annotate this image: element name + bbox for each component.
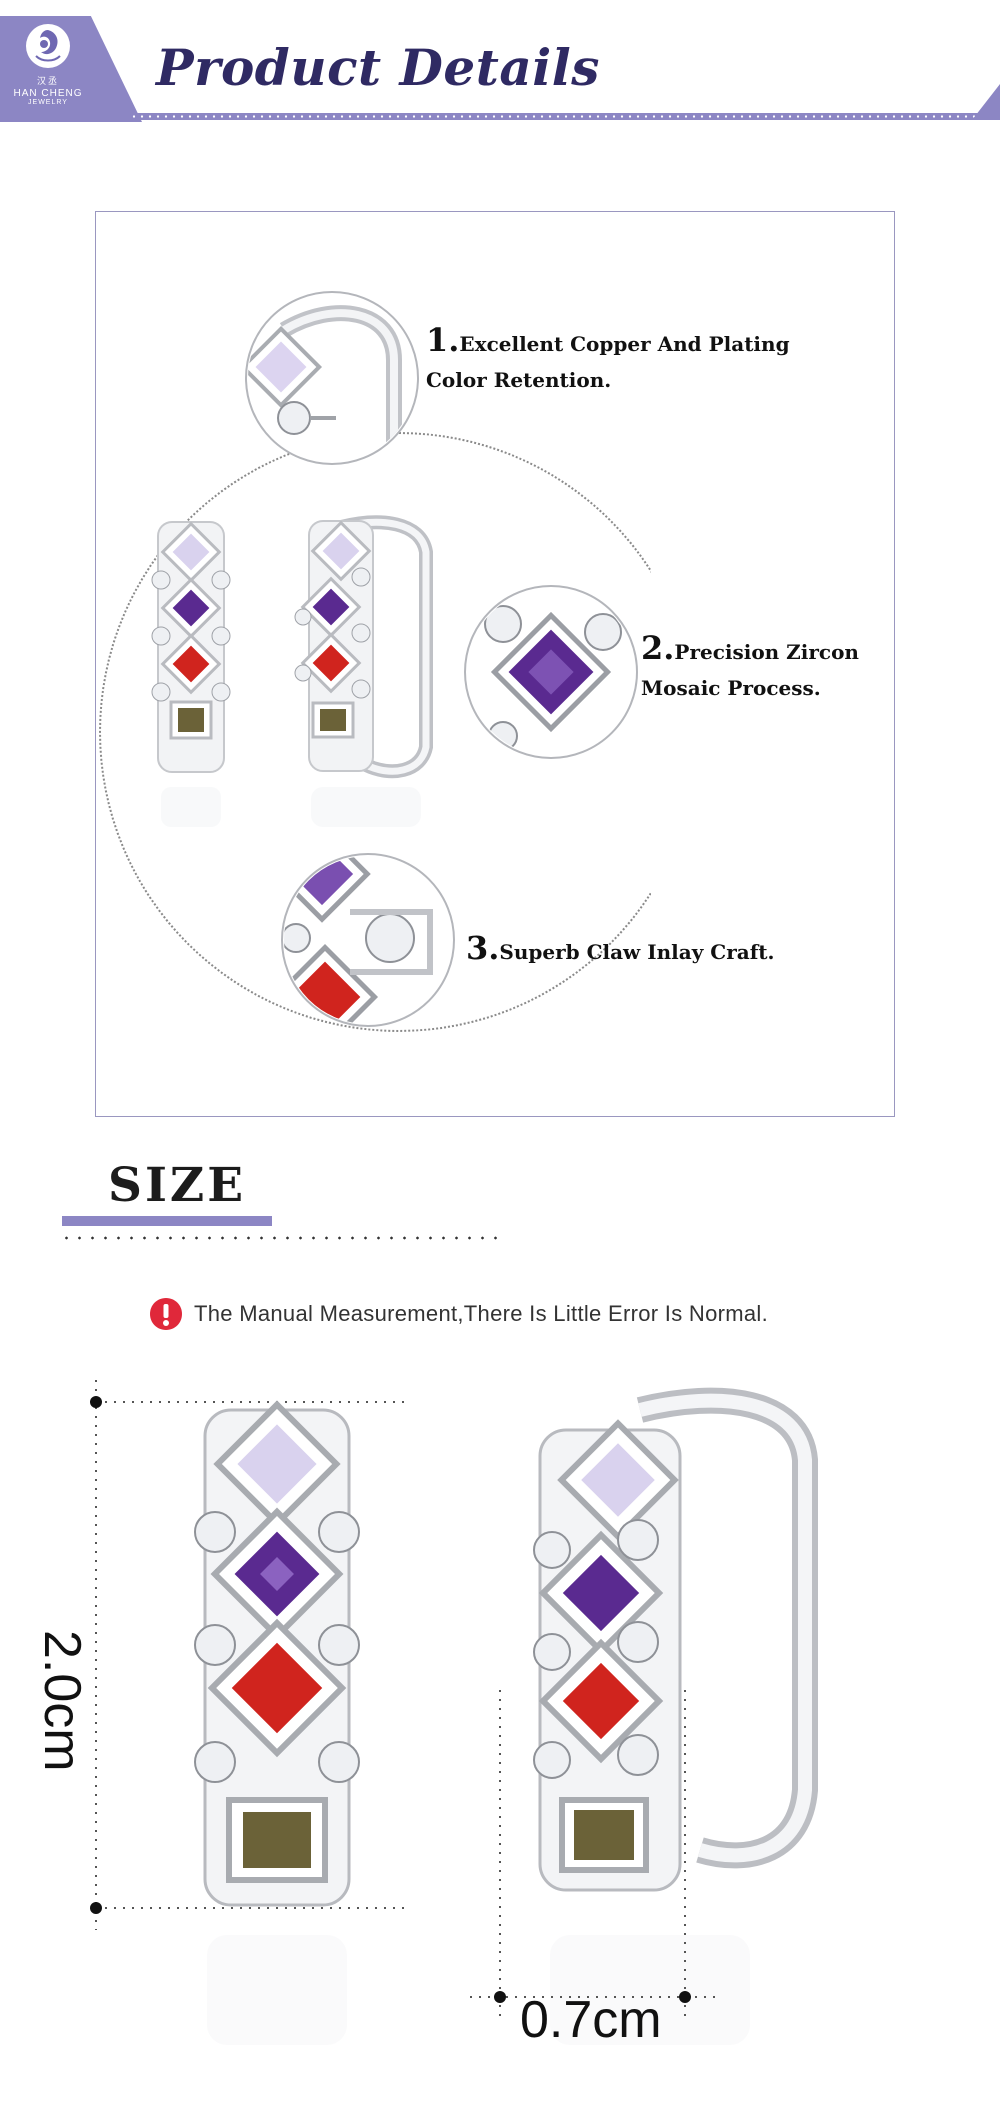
size-diagram (90, 1380, 818, 2045)
feature-2-line-1: Precision Zircon (674, 640, 859, 664)
feature-2-line-2: Mosaic Process. (641, 676, 821, 700)
brand-cn: 汉丞 (36, 76, 59, 86)
feature-2-number: 2. (641, 629, 675, 667)
notice-text: The Manual Measurement,There Is Little E… (194, 1301, 769, 1326)
size-dots (60, 1236, 500, 1240)
banner-corner (972, 84, 1000, 120)
brand-sub: JEWELRY (28, 99, 68, 106)
feature-1: 1.Excellent Copper And Plating Color Ret… (426, 322, 790, 398)
header-banner: 汉丞 HAN CHENG JEWELRY Product Details (0, 0, 1000, 122)
phoenix-logo-icon (26, 24, 70, 68)
feature-1-line-2: Color Retention. (426, 368, 612, 392)
brand-name: HAN CHENG (13, 88, 83, 99)
width-dimension (470, 1690, 720, 2020)
earring-side-image (294, 515, 433, 827)
details-frame: 1.Excellent Copper And Plating Color Ret… (95, 211, 895, 1117)
page-title: Product Details (156, 38, 600, 97)
exclamation-icon (150, 1298, 182, 1330)
size-underline (62, 1216, 272, 1226)
feature-3-number: 3. (466, 929, 500, 967)
feature-1-line-1: Excellent Copper And Plating (459, 332, 790, 356)
detail-zoom-3 (281, 853, 455, 1027)
detail-zoom-1 (245, 291, 419, 465)
size-earring-side (533, 1387, 818, 2045)
size-earring-front (194, 1400, 360, 2045)
feature-3: 3.Superb Claw Inlay Craft. (466, 930, 775, 970)
feature-1-number: 1. (426, 321, 460, 359)
height-dimension (90, 1380, 410, 1930)
width-label: 0.7cm (520, 1991, 662, 2049)
size-title: SIZE (108, 1158, 247, 1213)
feature-3-line-1: Superb Claw Inlay Craft. (499, 940, 775, 964)
earring-front-image (151, 521, 231, 827)
height-label: 2.0cm (33, 1630, 91, 1772)
measurement-notice: The Manual Measurement,There Is Little E… (148, 1296, 768, 1332)
banner-dots (130, 115, 985, 118)
brand-logo: 汉丞 HAN CHENG JEWELRY (10, 20, 86, 112)
detail-zoom-2 (464, 585, 638, 759)
feature-2: 2.Precision Zircon Mosaic Process. (641, 630, 859, 706)
